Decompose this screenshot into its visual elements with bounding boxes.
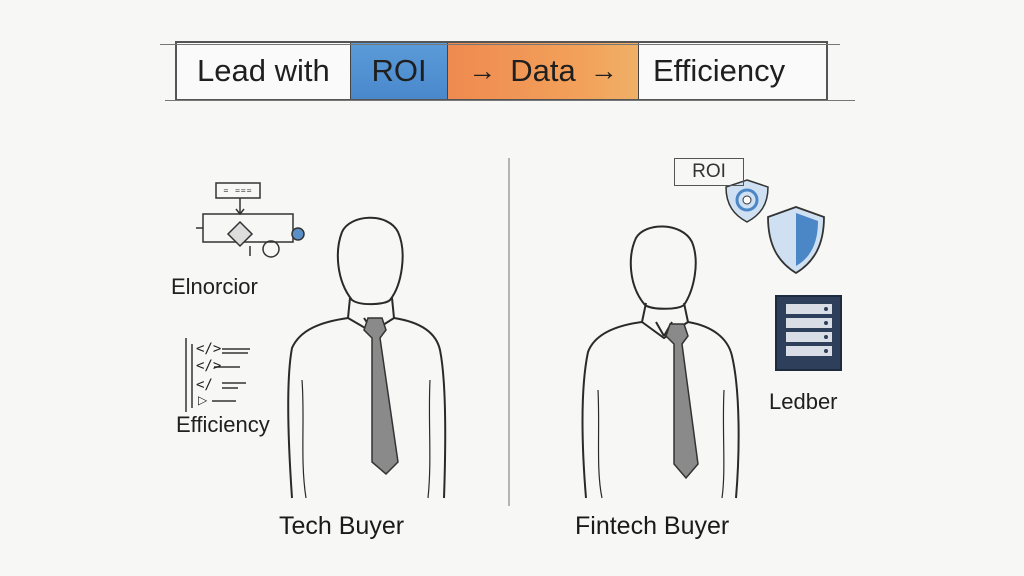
tech-buyer-figure (287, 216, 447, 499)
arrow-right-icon: → (468, 55, 497, 86)
left-icon-label-2: Efficiency (176, 412, 270, 437)
left-icon-label-1: Elnorcior (171, 274, 258, 299)
tech-buyer-caption: Tech Buyer (279, 512, 405, 540)
fintech-buyer-figure (581, 225, 740, 499)
code-line-3: </ (196, 377, 213, 393)
banner-data-segment: → Data → (448, 43, 639, 99)
arrow-right-icon: → (589, 55, 618, 86)
banner-data-text: Data (510, 53, 576, 88)
banner-lead-text: Lead with (197, 53, 330, 88)
strategy-banner: Lead with ROI → Data → Efficiency (175, 41, 828, 101)
banner-sketch-line-top (160, 44, 840, 45)
fintech-buyer-tie (665, 323, 699, 480)
code-icon (185, 338, 250, 412)
tech-buyer-tie (363, 317, 399, 476)
ledger-icon (775, 295, 842, 371)
code-line-4: ▷ (198, 393, 208, 407)
flowchart-icon (196, 182, 305, 258)
fintech-buyer-caption: Fintech Buyer (575, 512, 730, 540)
banner-efficiency-segment: Efficiency (653, 53, 786, 88)
ledger-label: Ledber (769, 389, 838, 414)
shield-cycle-icon (725, 179, 769, 223)
flowchart-top-box: = === (223, 186, 253, 195)
code-line-1: </> (196, 341, 222, 357)
roi-label-box: ROI (674, 158, 744, 186)
code-line-2: </> (196, 358, 222, 374)
banner-roi-segment: ROI (350, 43, 448, 99)
shield-icon (767, 206, 825, 275)
banner-sketch-line-bottom (165, 100, 855, 101)
